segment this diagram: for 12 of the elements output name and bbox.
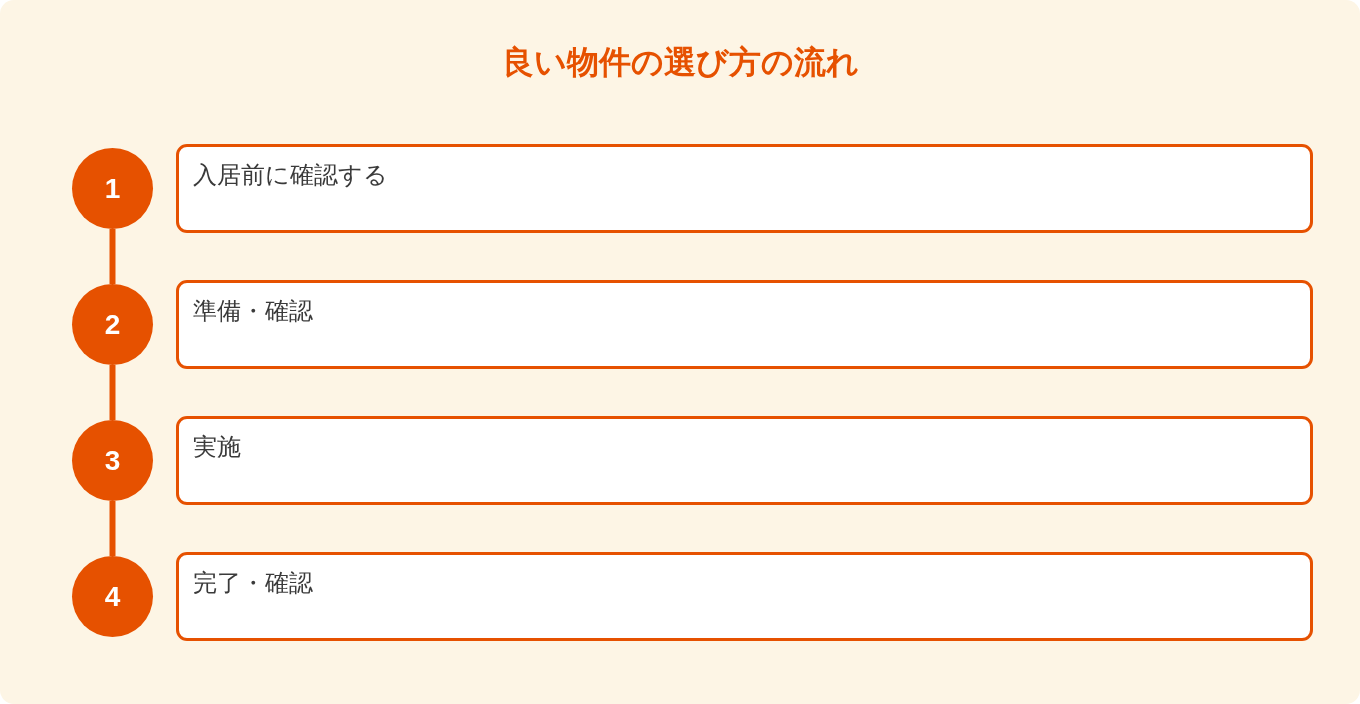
step-text: 入居前に確認する (193, 160, 388, 191)
step-box (176, 552, 1313, 641)
connector-line (109, 229, 116, 284)
title: 良い物件の選び方の流れ (501, 43, 859, 81)
connector-line (109, 365, 116, 420)
step-box (176, 280, 1313, 369)
step-text: 準備・確認 (193, 296, 313, 327)
connector-line (109, 501, 116, 556)
step-box (176, 144, 1313, 233)
step-text: 完了・確認 (193, 568, 313, 599)
step-box (176, 416, 1313, 505)
step-text: 実施 (193, 432, 241, 463)
